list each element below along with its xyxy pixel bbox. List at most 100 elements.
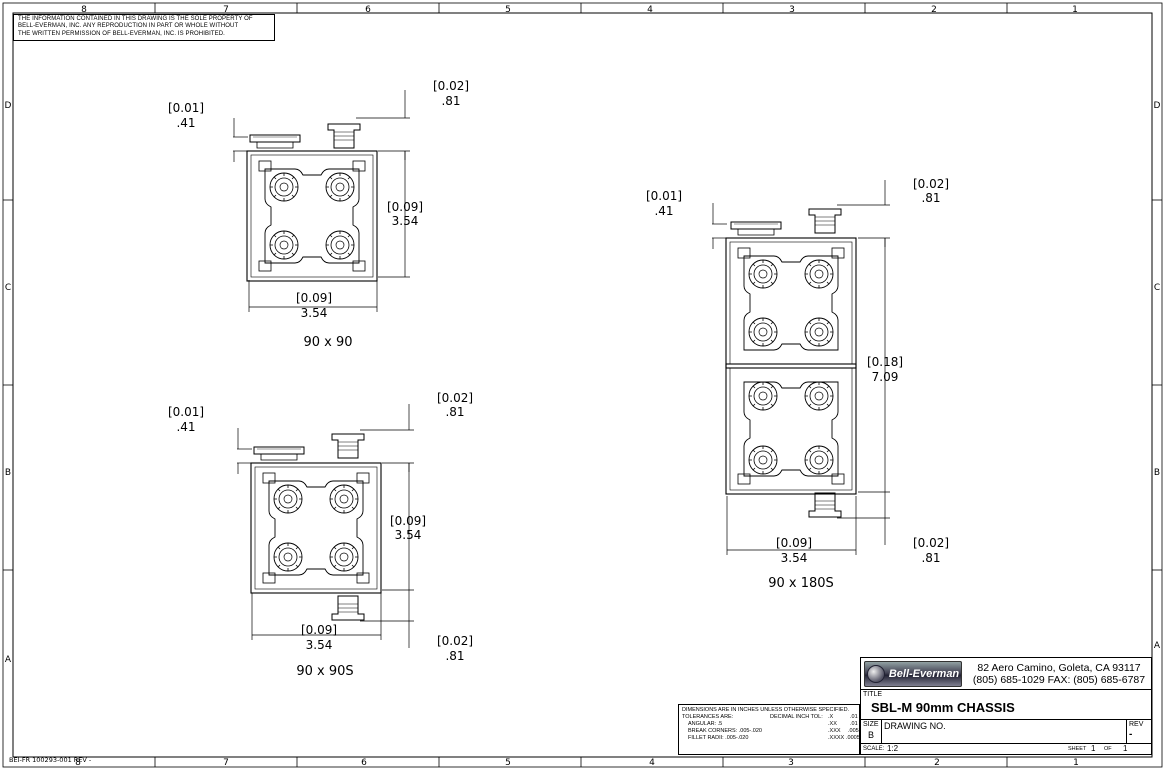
view-90x90s: [0.01] .41 [0.02] .81 [0.09] 3.54 [0.09]… <box>168 391 473 679</box>
logo-ball-icon <box>866 665 885 683</box>
of-value: 1 <box>1123 744 1128 753</box>
dim-height-value: 3.54 <box>395 528 422 542</box>
proprietary-notice: THE INFORMATION CONTAINED IN THIS DRAWIN… <box>13 14 275 41</box>
dim-height-value: 3.54 <box>392 214 419 228</box>
dim-width-bracket: [0.09] <box>296 291 332 305</box>
notice-line: BELL-EVERMAN, INC. ANY REPRODUCTION IN P… <box>18 23 239 30</box>
address-line-1: 82 Aero Camino, Goleta, CA 93117 <box>977 662 1141 674</box>
zone-bottom-2: 2 <box>934 758 940 768</box>
dim-top-left-value: .41 <box>176 420 195 434</box>
zone-bottom-4: 4 <box>649 758 655 768</box>
zone-bottom-1: 1 <box>1073 758 1079 768</box>
zone-left-b: B <box>5 468 11 478</box>
zone-top-4: 4 <box>647 5 653 15</box>
zone-right-d: D <box>1154 101 1161 111</box>
t-slot-nut <box>808 208 842 234</box>
tol-xxxx-val: .0005 <box>846 734 860 741</box>
dim-top-left-value: .41 <box>176 116 195 130</box>
zone-left-d: D <box>5 101 12 111</box>
zone-top-2: 2 <box>931 5 937 15</box>
zone-bottom-6: 6 <box>361 758 367 768</box>
company-logo: Bell-Everman <box>864 661 962 687</box>
rev-label: REV <box>1129 721 1144 728</box>
scale-value: 1:2 <box>887 744 899 753</box>
view-label-90x90: 90 x 90 <box>303 335 352 350</box>
dim-bottom-right-value: .81 <box>921 551 940 565</box>
drawing-no-label: DRAWING NO. <box>884 721 946 731</box>
company-address: 82 Aero Camino, Goleta, CA 93117 (805) 6… <box>967 662 1151 686</box>
dim-bottom-right-value: .81 <box>445 649 464 663</box>
zone-top-6: 6 <box>365 5 371 15</box>
zone-top-7: 7 <box>223 5 229 15</box>
sheet-label: SHEET <box>1068 746 1087 752</box>
tolerance-block: DIMENSIONS ARE IN INCHES UNLESS OTHERWIS… <box>678 704 860 755</box>
dim-height-bracket: [0.09] <box>387 200 423 214</box>
dim-top-right-bracket: [0.02] <box>437 391 473 405</box>
zone-top-5: 5 <box>505 5 511 15</box>
dim-width-value: 3.54 <box>301 306 328 320</box>
zone-right-b: B <box>1154 468 1160 478</box>
tol-xxx-val: .005 <box>848 727 859 734</box>
drawing-title: SBL-M 90mm CHASSIS <box>871 700 1015 715</box>
notice-line: THE WRITTEN PERMISSION OF BELL-EVERMAN, … <box>18 30 225 37</box>
tol-angular: ANGULAR: .5 <box>688 720 723 727</box>
profile-90x180s <box>725 237 857 495</box>
dim-width-bracket: [0.09] <box>301 623 337 637</box>
tol-xxx-label: .XXX <box>828 727 841 734</box>
profile-90x90s <box>250 462 382 594</box>
dim-top-left-value: .41 <box>654 204 673 218</box>
zone-bottom-3: 3 <box>788 758 794 768</box>
dim-bottom-right-bracket: [0.02] <box>913 536 949 550</box>
tol-fillet: FILLET RADII: .005-.020 <box>688 734 749 741</box>
end-cap <box>253 446 305 461</box>
dim-height-value: 7.09 <box>872 370 899 384</box>
dim-width-value: 3.54 <box>781 551 808 565</box>
notice-line: THE INFORMATION CONTAINED IN THIS DRAWIN… <box>18 16 253 22</box>
zone-bottom-8: 8 <box>75 758 81 768</box>
dim-height-bracket: [0.18] <box>867 355 903 369</box>
size-label: SIZE <box>863 721 879 728</box>
title-label: TITLE <box>863 691 883 698</box>
decimal-tol-label: DECIMAL INCH TOL: <box>770 713 823 720</box>
dim-height-bracket: [0.09] <box>390 514 426 528</box>
profile-90x90 <box>246 150 378 282</box>
dim-bottom-right-bracket: [0.02] <box>437 634 473 648</box>
t-slot-nut-bottom <box>331 595 365 621</box>
view-90x90: [0.01] .41 [0.02] .81 [0.09] 3.54 [0.09]… <box>168 79 469 350</box>
view-90x180s: [0.01] .41 [0.02] .81 [0.18] 7.09 [0.09]… <box>646 177 949 591</box>
doc-number: BEI-FR 100293-001 REV - <box>9 756 92 764</box>
tol-x-val: .01 <box>850 713 858 720</box>
dim-top-right-bracket: [0.02] <box>913 177 949 191</box>
tol-x-label: .X <box>828 713 834 720</box>
dim-width-value: 3.54 <box>306 638 333 652</box>
zone-right-a: A <box>1154 641 1161 651</box>
dim-top-left-bracket: [0.01] <box>168 101 204 115</box>
logo-text: Bell-Everman <box>888 668 960 680</box>
t-slot-nut <box>327 123 361 149</box>
tol-label: TOLERANCES ARE: <box>682 713 734 720</box>
t-slot-nut <box>331 433 365 459</box>
dim-top-right-value: .81 <box>441 94 460 108</box>
size-value: B <box>868 730 875 740</box>
scale-label: SCALE: <box>863 746 885 752</box>
zone-top-1: 1 <box>1072 5 1078 15</box>
zone-bottom-5: 5 <box>505 758 511 768</box>
zone-top-8: 8 <box>81 5 87 15</box>
view-label-90x90s: 90 x 90S <box>296 664 353 679</box>
tol-break-corners: BREAK CORNERS: .005-.020 <box>688 727 762 734</box>
end-cap <box>730 221 782 236</box>
zone-left-a: A <box>5 655 12 665</box>
tol-line: DIMENSIONS ARE IN INCHES UNLESS OTHERWIS… <box>682 707 850 713</box>
dim-width-bracket: [0.09] <box>776 536 812 550</box>
t-slot-nut-bottom <box>808 492 842 518</box>
zone-top-3: 3 <box>789 5 795 15</box>
dim-top-right-value: .81 <box>445 405 464 419</box>
end-cap <box>249 134 301 149</box>
view-label-90x180s: 90 x 180S <box>768 576 834 591</box>
title-block: Bell-Everman 82 Aero Camino, Goleta, CA … <box>860 657 1152 755</box>
dim-top-right-bracket: [0.02] <box>433 79 469 93</box>
dim-top-left-bracket: [0.01] <box>168 405 204 419</box>
dim-top-left-bracket: [0.01] <box>646 189 682 203</box>
zone-ticks <box>3 3 1162 767</box>
